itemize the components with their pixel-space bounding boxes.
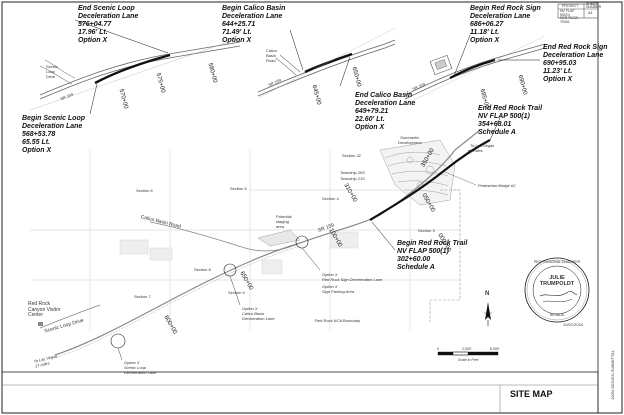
- label-end-scenic-line: Deceleration Lane: [78, 13, 139, 20]
- inset-scenic-loop: [29, 19, 241, 115]
- label-begin-trail-line: 302+60.00: [397, 256, 431, 263]
- callout-redrock-sign: Option X Red Rock Sign Deceleration Lane: [322, 272, 383, 282]
- callout-sign-parking: Option X Sign Parking Area: [322, 284, 355, 294]
- sheet-title: SITE MAP: [510, 389, 553, 399]
- seal-ring-text: PROFESSIONAL ENGINEER: [533, 260, 581, 264]
- scale-bar: [437, 351, 499, 356]
- label-end-scenic-line: 17.96' Lt.: [78, 29, 108, 36]
- potential-staging-label: Potential staging area: [276, 214, 292, 229]
- label-end-redrock-line: 690+95.03: [543, 60, 577, 67]
- red-rock-trail: [369, 139, 491, 221]
- scenic-place-label: Scenic Loop Drive: [46, 64, 59, 79]
- summerlin-development: [379, 139, 456, 206]
- label-begin-calico-line: 644+25.71: [222, 21, 256, 28]
- label-end-calico-line: Option X: [355, 124, 385, 131]
- label-begin-redrock: Begin Red Rock Sign Deceleration Lane 68…: [470, 5, 541, 45]
- section-4-label: Section 4: [322, 196, 339, 201]
- label-begin-scenic: Begin Scenic Loop Deceleration Lane 568+…: [22, 115, 85, 155]
- callout-scenic: Option X Scenic Loop Deceleration Lane: [124, 360, 157, 375]
- section-6-label: Section 6: [136, 188, 153, 193]
- nca-boundary-label: Red Rock NCA Boundary: [315, 318, 361, 323]
- label-end-scenic-line: 576+04.77: [78, 21, 112, 28]
- label-end-scenic-line: End Scenic Loop: [78, 5, 135, 12]
- label-end-calico-line: 649+79.21: [355, 108, 389, 115]
- label-begin-redrock-line: Begin Red Rock Sign: [470, 5, 541, 12]
- label-begin-calico-line: Option X: [222, 37, 252, 44]
- section-3-label: Section 3: [418, 228, 435, 233]
- label-begin-calico: Begin Calico Basin Deceleration Lane 644…: [222, 5, 285, 45]
- label-begin-scenic-line: Deceleration Lane: [22, 123, 83, 130]
- label-begin-scenic-line: 568+53.78: [22, 131, 56, 138]
- scale-caption: Scale in Feet: [458, 358, 479, 362]
- label-begin-calico-line: 71.49' Lt.: [222, 29, 252, 36]
- label-end-scenic-line: Option X: [78, 37, 108, 44]
- label-begin-redrock-line: Deceleration Lane: [470, 13, 531, 20]
- label-begin-trail-line: NV FLAP 500(1): [397, 248, 449, 255]
- label-begin-redrock-line: 11.18' Lt.: [470, 29, 500, 36]
- label-begin-scenic-line: Begin Scenic Loop: [22, 115, 86, 122]
- township-20s-label: Township 20S: [340, 170, 365, 175]
- label-end-redrock-line: End Red Rock Sign: [543, 44, 608, 51]
- label-begin-calico-line: Deceleration Lane: [222, 13, 283, 20]
- label-begin-calico-line: Begin Calico Basin: [222, 5, 286, 12]
- label-end-trail-line: Schedule A: [478, 129, 516, 136]
- label-end-trail-line: NV FLAP 500(1): [478, 113, 530, 120]
- header-sheet-label: SHEET NUMBER: [586, 2, 602, 9]
- callout-calico: Option X Calico Basin Deceleration Lane: [242, 306, 275, 321]
- design-submittal-note: 100% DESIGN SUBMITTAL: [610, 350, 615, 400]
- section-5-label: Section 5: [230, 186, 247, 191]
- section-9-label: Section 9: [228, 290, 245, 295]
- summerlin-label: Summerlin Development: [398, 135, 422, 145]
- label-end-redrock-line: Option X: [543, 76, 573, 83]
- section-32-label: Section 32: [342, 153, 361, 158]
- label-end-redrock-line: 11.23' Lt.: [543, 68, 573, 75]
- label-end-calico-line: End Calico Basin: [355, 92, 413, 99]
- label-begin-scenic-line: 65.55 Lt.: [22, 139, 51, 146]
- title-block-frame: [1, 371, 599, 414]
- header-sheet-value: A1: [588, 10, 593, 15]
- north-arrow-icon: [484, 302, 492, 326]
- seal-name: JULIE TRUMPOLDT: [539, 275, 575, 287]
- label-begin-redrock-line: Option X: [470, 37, 500, 44]
- option-circle-scenic: [110, 333, 126, 349]
- seal-state: NEVADA: [549, 313, 565, 317]
- label-end-calico-line: Deceleration Lane: [355, 100, 416, 107]
- main-map: [30, 117, 501, 361]
- label-end-calico-line: 22.60' Lt.: [355, 116, 385, 123]
- seal-date: 10/07/2024: [563, 322, 584, 327]
- label-end-trail-line: End Red Rock Trail: [478, 105, 543, 112]
- section-8-label: Section 8: [194, 267, 211, 272]
- north-label: N: [485, 291, 490, 297]
- inset-red-rock-sign: [404, 34, 546, 103]
- label-begin-scenic-line: Option X: [22, 147, 52, 154]
- label-end-redrock-line: Deceleration Lane: [543, 52, 604, 59]
- scale-tick-6000: 6,000': [490, 347, 500, 351]
- label-begin-trail-line: Begin Red Rock Trail: [397, 240, 468, 247]
- red-rock-visitor-label: Red Rock Canyon Visitor Center: [28, 301, 61, 318]
- scale-tick-0: 0: [437, 347, 439, 351]
- engineer-seal: [524, 257, 590, 323]
- pedestrian-bridge-label: Pedestrian Bridge #2: [478, 183, 516, 188]
- to-las-vegas-label: To Las Vegas 2 miles: [470, 143, 495, 153]
- township-21s-label: Township 21S: [340, 176, 365, 181]
- label-end-calico: End Calico Basin Deceleration Lane 649+7…: [355, 92, 415, 132]
- calico-place-label: Calico Basin Road: [266, 48, 278, 63]
- inset-calico-basin: [257, 27, 396, 99]
- label-end-scenic: End Scenic Loop Deceleration Lane 576+04…: [78, 5, 138, 45]
- label-begin-redrock-line: 686+06.27: [470, 21, 504, 28]
- label-begin-trail-line: Schedule A: [397, 264, 435, 271]
- label-end-trail-line: 354+68.01: [478, 121, 512, 128]
- label-end-trail: End Red Rock Trail NV FLAP 500(1) 354+68…: [478, 105, 542, 137]
- header-project-label: PROJECT: [562, 4, 579, 8]
- label-begin-trail: Begin Red Rock Trail NV FLAP 500(1) 302+…: [397, 240, 467, 272]
- header-box: [557, 3, 599, 19]
- scale-tick-2000: 2,000': [462, 347, 472, 351]
- header-project-value: NV FLAP 500(1) RED ROCK TRAIL: [560, 9, 579, 24]
- section-7-label: Section 7: [134, 294, 151, 299]
- label-end-redrock: End Red Rock Sign Deceleration Lane 690+…: [543, 44, 608, 84]
